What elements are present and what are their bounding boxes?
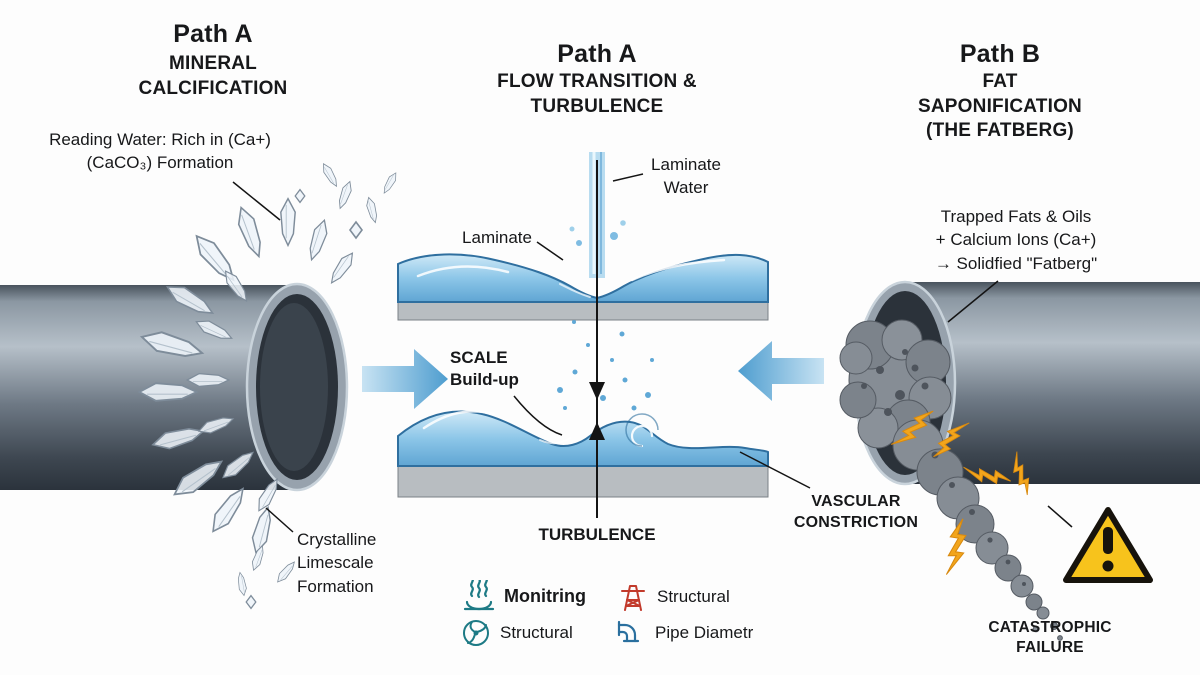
- pipe-diameter-icon: [617, 620, 640, 643]
- diameter-constriction-line: [589, 160, 605, 518]
- upper-channel: [397, 253, 769, 321]
- flow-arrow-right: [362, 349, 448, 409]
- warning-triangle-icon: [1063, 507, 1153, 583]
- crystalline-limescale-label: Crystalline Limescale Formation: [297, 530, 377, 596]
- legend-item-structural-tower: Structural: [618, 582, 730, 612]
- laminate-water-label: Laminate Water: [651, 155, 721, 198]
- laminate-label: Laminate: [462, 228, 532, 247]
- left-pipe: [0, 282, 349, 492]
- fatberg-texture: [861, 349, 1026, 586]
- monitoring-waves-icon: [463, 580, 495, 611]
- left-path-title: Path A: [173, 20, 253, 48]
- legend-label: Structural: [657, 587, 730, 606]
- turbulence-label: TURBULENCE: [538, 525, 656, 544]
- right-path-subtitle: FAT SAPONIFICATION (THE FATBERG): [918, 71, 1082, 142]
- legend-label: Monitring: [504, 585, 586, 606]
- left-path-subtitle: MINERAL CALCIFICATION: [138, 53, 288, 99]
- structural-tower-icon: [621, 585, 645, 611]
- middle-path-title: Path A: [557, 40, 637, 68]
- fatberg-mass: [839, 319, 1063, 641]
- lower-channel: [397, 320, 769, 498]
- middle-path-subtitle: FLOW TRANSITION & TURBULENCE: [497, 71, 697, 117]
- legend-item-monitoring: Monitring: [463, 580, 586, 612]
- leader-lines: [232, 173, 1073, 533]
- right-pipe: [853, 280, 1200, 486]
- legend-label: Pipe Diametr: [655, 623, 754, 642]
- reading-water-label: Reading Water: Rich in (Ca+) (CaCO₃) For…: [49, 130, 271, 173]
- vascular-constriction-label: VASCULAR CONSTRICTION: [793, 493, 919, 531]
- catastrophic-failure-label: CATASTROPHIC FAILURE: [988, 619, 1112, 657]
- spray-droplets: [557, 320, 654, 411]
- legend-item-structural-fan: Structural: [461, 618, 573, 648]
- trapped-fats-label: Trapped Fats & Oils + Calcium Ions (Ca+)…: [934, 207, 1098, 273]
- legend-item-pipe-diameter: Pipe Diametr: [616, 618, 753, 648]
- structural-fan-icon: [463, 620, 489, 646]
- scale-buildup-label: SCALE Build-up: [450, 348, 519, 390]
- right-path-title: Path B: [959, 40, 1041, 68]
- flow-arrow-left: [738, 341, 824, 401]
- legend-label: Structural: [500, 623, 573, 642]
